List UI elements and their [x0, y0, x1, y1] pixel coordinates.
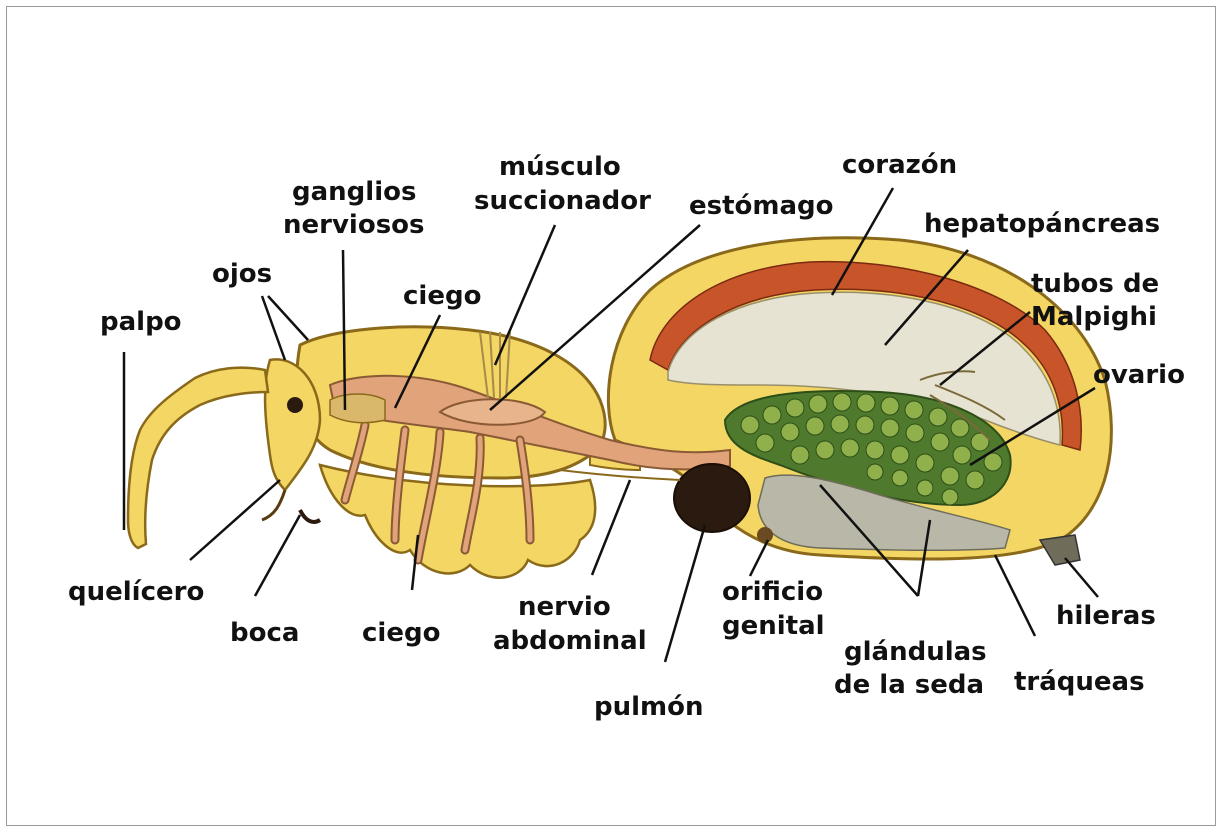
label-orificio-2: genital	[722, 611, 825, 641]
label-musculo-1: músculo	[499, 152, 621, 182]
label-hileras: hileras	[1056, 601, 1156, 631]
eye	[287, 397, 303, 413]
mouth	[300, 510, 320, 522]
spinnerets	[1040, 535, 1080, 565]
label-traqueas: tráqueas	[1014, 667, 1145, 697]
book-lung	[674, 464, 750, 532]
abdominal-nerve	[560, 470, 680, 480]
label-nervio-1: nervio	[518, 592, 611, 622]
pedipalp	[128, 368, 268, 548]
label-orificio-1: orificio	[722, 577, 823, 607]
label-ganglios-2: nerviosos	[283, 210, 425, 240]
label-glandulas-2: de la seda	[834, 670, 984, 700]
label-ojos: ojos	[212, 259, 272, 289]
label-ciego-top: ciego	[403, 281, 481, 311]
spider-body	[128, 238, 1111, 578]
label-nervio-2: abdominal	[493, 626, 647, 656]
label-ciego-bottom: ciego	[362, 618, 440, 648]
leader-quelicero	[190, 480, 280, 560]
label-hepatopancreas: hepatopáncreas	[924, 209, 1160, 239]
label-glandulas-1: glándulas	[844, 637, 987, 667]
leader-hileras	[1065, 558, 1098, 597]
ganglia	[330, 394, 385, 423]
leader-nervio	[592, 480, 630, 575]
label-estomago: estómago	[689, 191, 834, 221]
leader-pulmon	[665, 525, 705, 662]
leader-ojos-1	[262, 296, 285, 360]
leg-bases	[320, 465, 595, 578]
leader-ojos-2	[268, 296, 308, 340]
label-boca: boca	[230, 618, 299, 648]
label-musculo-2: succionador	[474, 186, 651, 216]
leader-traqueas	[995, 555, 1035, 636]
label-tubos-2: Malpighi	[1031, 302, 1157, 332]
label-tubos-1: tubos de	[1031, 269, 1159, 299]
genital-opening	[757, 527, 773, 543]
label-ganglios-1: ganglios	[292, 177, 416, 207]
label-palpo: palpo	[100, 307, 182, 337]
leader-boca	[255, 515, 300, 596]
leader-orificio	[750, 540, 768, 576]
label-ovario: ovario	[1093, 360, 1185, 390]
label-pulmon: pulmón	[594, 692, 704, 722]
label-quelicero: quelícero	[68, 577, 204, 607]
label-corazon: corazón	[842, 150, 957, 180]
